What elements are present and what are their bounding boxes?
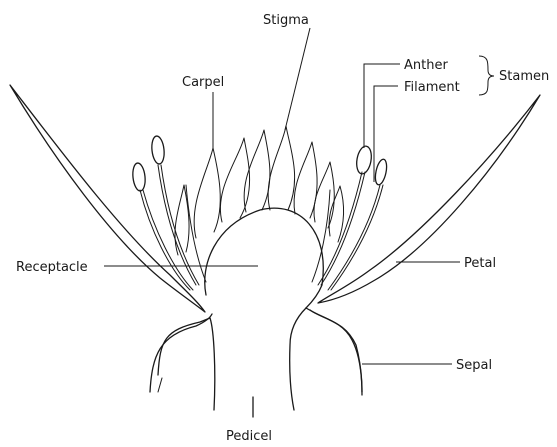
carpel-4 [244,130,270,212]
petal-left [10,85,205,312]
label-carpel: Carpel [182,75,224,90]
petals [10,85,540,312]
carpel-2 [194,148,220,238]
label-petal: Petal [464,256,496,271]
leader-anther [364,64,400,148]
stamen-right-1-anther [355,145,374,175]
stamen-right-1-filament [318,172,362,285]
receptacle-dome [205,208,324,308]
label-stamen: Stamen [499,69,549,84]
label-receptacle: Receptacle [16,260,88,275]
sepals [150,310,362,395]
stamen-left-1-anther [132,162,147,191]
label-filament: Filament [404,80,460,95]
label-pedicel: Pedicel [226,429,272,444]
stamen-brace [479,56,494,95]
carpels [175,126,344,255]
label-sepal: Sepal [456,358,492,373]
carpel-6 [294,142,317,218]
labels: Stigma Carpel Anther Filament Stamen Rec… [16,13,549,444]
petal-right [318,95,540,303]
stamen-right-2-filament [328,185,380,290]
carpel-8 [329,186,343,242]
pedicel-and-base [158,308,362,417]
carpel-5 [268,126,294,210]
leader-lines [104,28,494,364]
sepal-left [150,314,212,392]
stamen-left-2-anther [151,135,166,164]
label-anther: Anther [404,58,448,73]
sepal-right [310,310,362,395]
leader-stigma [285,28,310,130]
stamens [132,135,389,290]
label-stigma: Stigma [263,13,309,28]
stamen-right-2-anther [373,158,388,186]
